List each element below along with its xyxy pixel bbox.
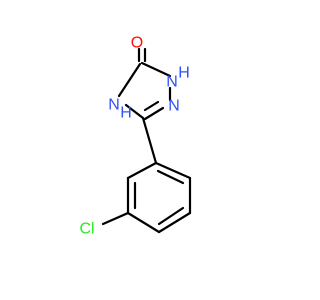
atom-oxygen-label: O [131, 35, 143, 52]
bond-ph-inner-1 [156, 169, 185, 185]
atom-h4-label: H [120, 105, 132, 122]
molecule-canvas: O N H N N H Cl [79, 35, 192, 238]
atom-chlorine-label: Cl [79, 221, 94, 238]
atom-h1-label: H [178, 65, 190, 82]
atom-n2-label: N [168, 98, 180, 115]
bond-n1-c5-a [143, 106, 165, 121]
structure-diagram: O N H N N H Cl [79, 35, 192, 238]
bond-c3-n2 [140, 61, 172, 78]
atom-n1-label: N [166, 74, 178, 91]
bond-c-cl [101, 211, 130, 226]
bond-ph-1 [154, 161, 192, 180]
bond-ph-3 [157, 211, 192, 234]
bond-n1-c5-b [143, 100, 160, 112]
bond-c5-n4 [124, 103, 145, 120]
atom-n4-label: N [108, 97, 120, 114]
bond-ph-inner-2 [157, 206, 185, 226]
bond-n4-c3 [117, 62, 142, 98]
bond-ph-6 [126, 161, 158, 180]
bond-ph-4 [126, 211, 161, 234]
bond-c5-phenyl [141, 116, 158, 165]
